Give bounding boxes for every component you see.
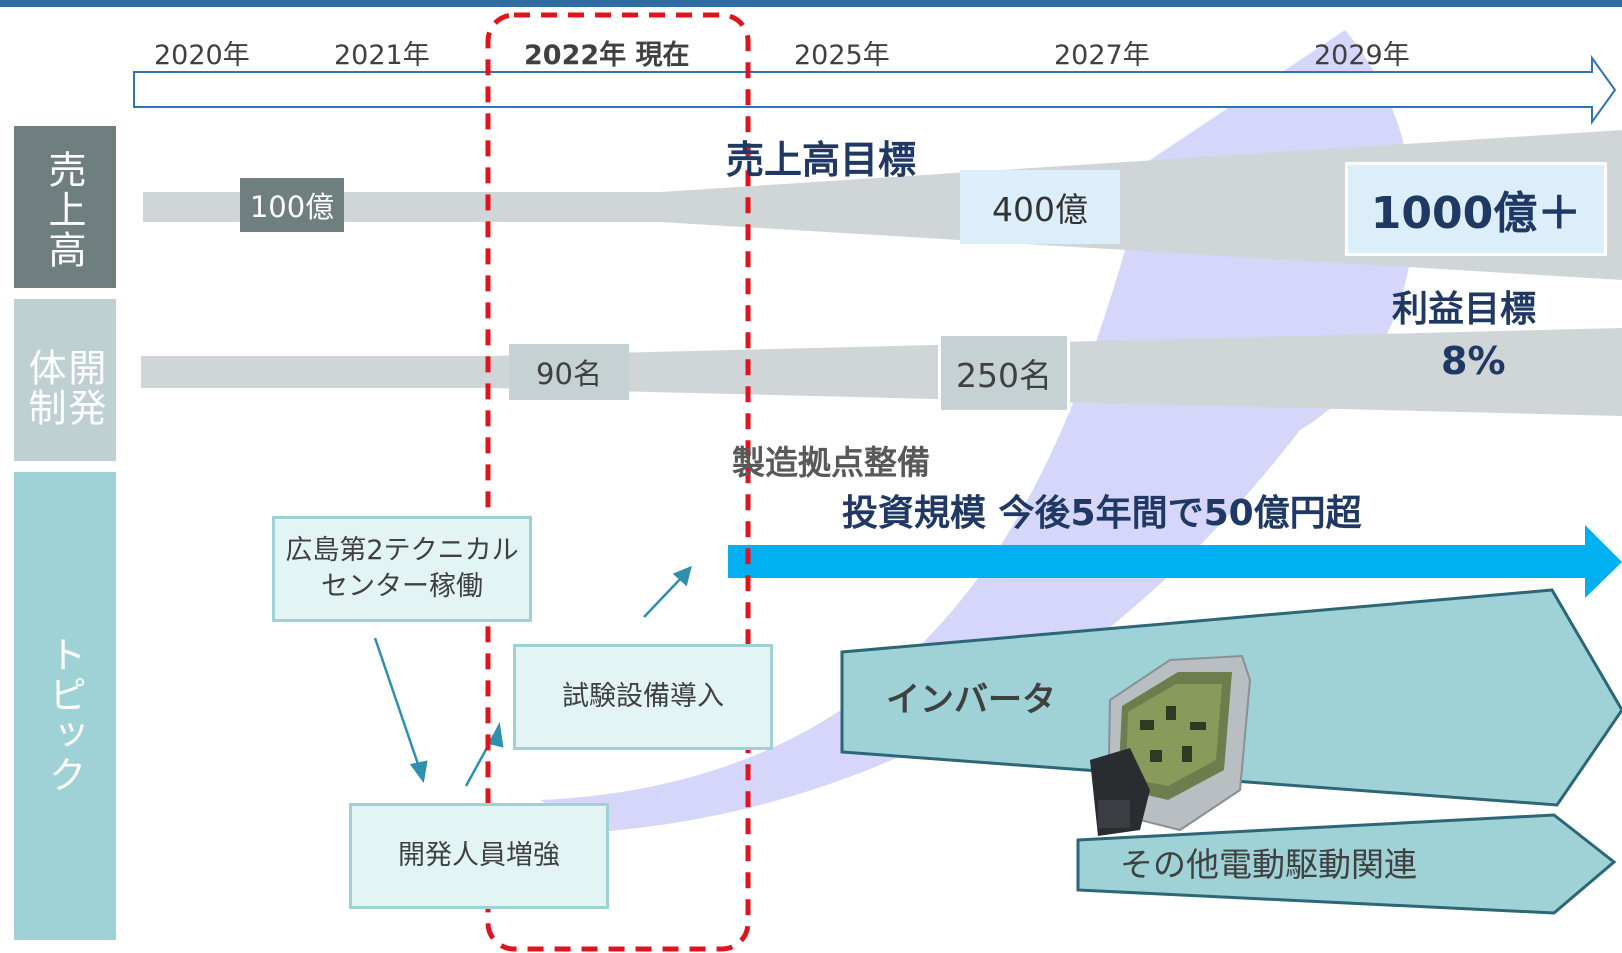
investment-label: 投資規模 今後5年間で50億円超: [842, 493, 1362, 534]
connector-arrow-test: [643, 574, 685, 618]
other-drive-arrow: [1076, 813, 1617, 915]
current-year-frame: [485, 12, 751, 952]
dev-2027-value: 250名: [938, 333, 1070, 413]
year-2025: 2025年: [794, 40, 890, 71]
row-bg-topics: [14, 472, 116, 940]
topic-test-equipment: 試験設備導入: [513, 644, 773, 750]
dev-band: [141, 328, 1622, 416]
sales-target-value: 1000億＋: [1345, 162, 1607, 256]
inverter-image: [1090, 654, 1252, 836]
inverter-label: インバータ: [886, 680, 1056, 720]
topic-hiroshima-center: 広島第2テクニカル センター稼働: [272, 516, 532, 622]
row-label-dev-col2: 開発: [61, 347, 106, 428]
row-bg-sales: [14, 126, 116, 288]
year-2022-current: 2022年 現在: [524, 40, 690, 71]
topic-staff-increase: 開発人員増強: [349, 803, 609, 909]
manufacturing-label: 製造拠点整備: [732, 443, 930, 482]
topic-hiroshima-line2: センター稼働: [321, 571, 483, 602]
other-drive-label: その他電動駆動関連: [1120, 845, 1417, 884]
row-bg-dev: [14, 299, 116, 461]
connector-arrow-hiroshima: [373, 637, 422, 771]
dev-2022-value: 90名: [509, 344, 629, 400]
sales-2025-value: 400億: [960, 170, 1120, 244]
row-label-sales: 売上高: [41, 150, 86, 270]
year-2020: 2020年: [154, 40, 250, 71]
row-label-topics: トピック: [41, 635, 86, 795]
sales-band: [143, 130, 1622, 280]
row-label-dev: 体制 開発: [14, 340, 112, 435]
sales-2020-value: 100億: [240, 178, 344, 232]
profit-target-value: 8%: [1441, 339, 1506, 383]
topic-hiroshima-line1: 広島第2テクニカル: [285, 534, 519, 566]
year-2029: 2029年: [1314, 40, 1410, 71]
year-2027: 2027年: [1054, 40, 1150, 71]
row-label-dev-col1: 体制: [22, 347, 66, 428]
year-2021: 2021年: [334, 40, 430, 71]
timeline-arrow: [133, 54, 1617, 126]
header-bar: [0, 0, 1622, 7]
investment-arrow: [728, 525, 1622, 598]
profit-target-title: 利益目標: [1392, 289, 1537, 330]
sales-target-title: 売上高目標: [726, 138, 917, 182]
